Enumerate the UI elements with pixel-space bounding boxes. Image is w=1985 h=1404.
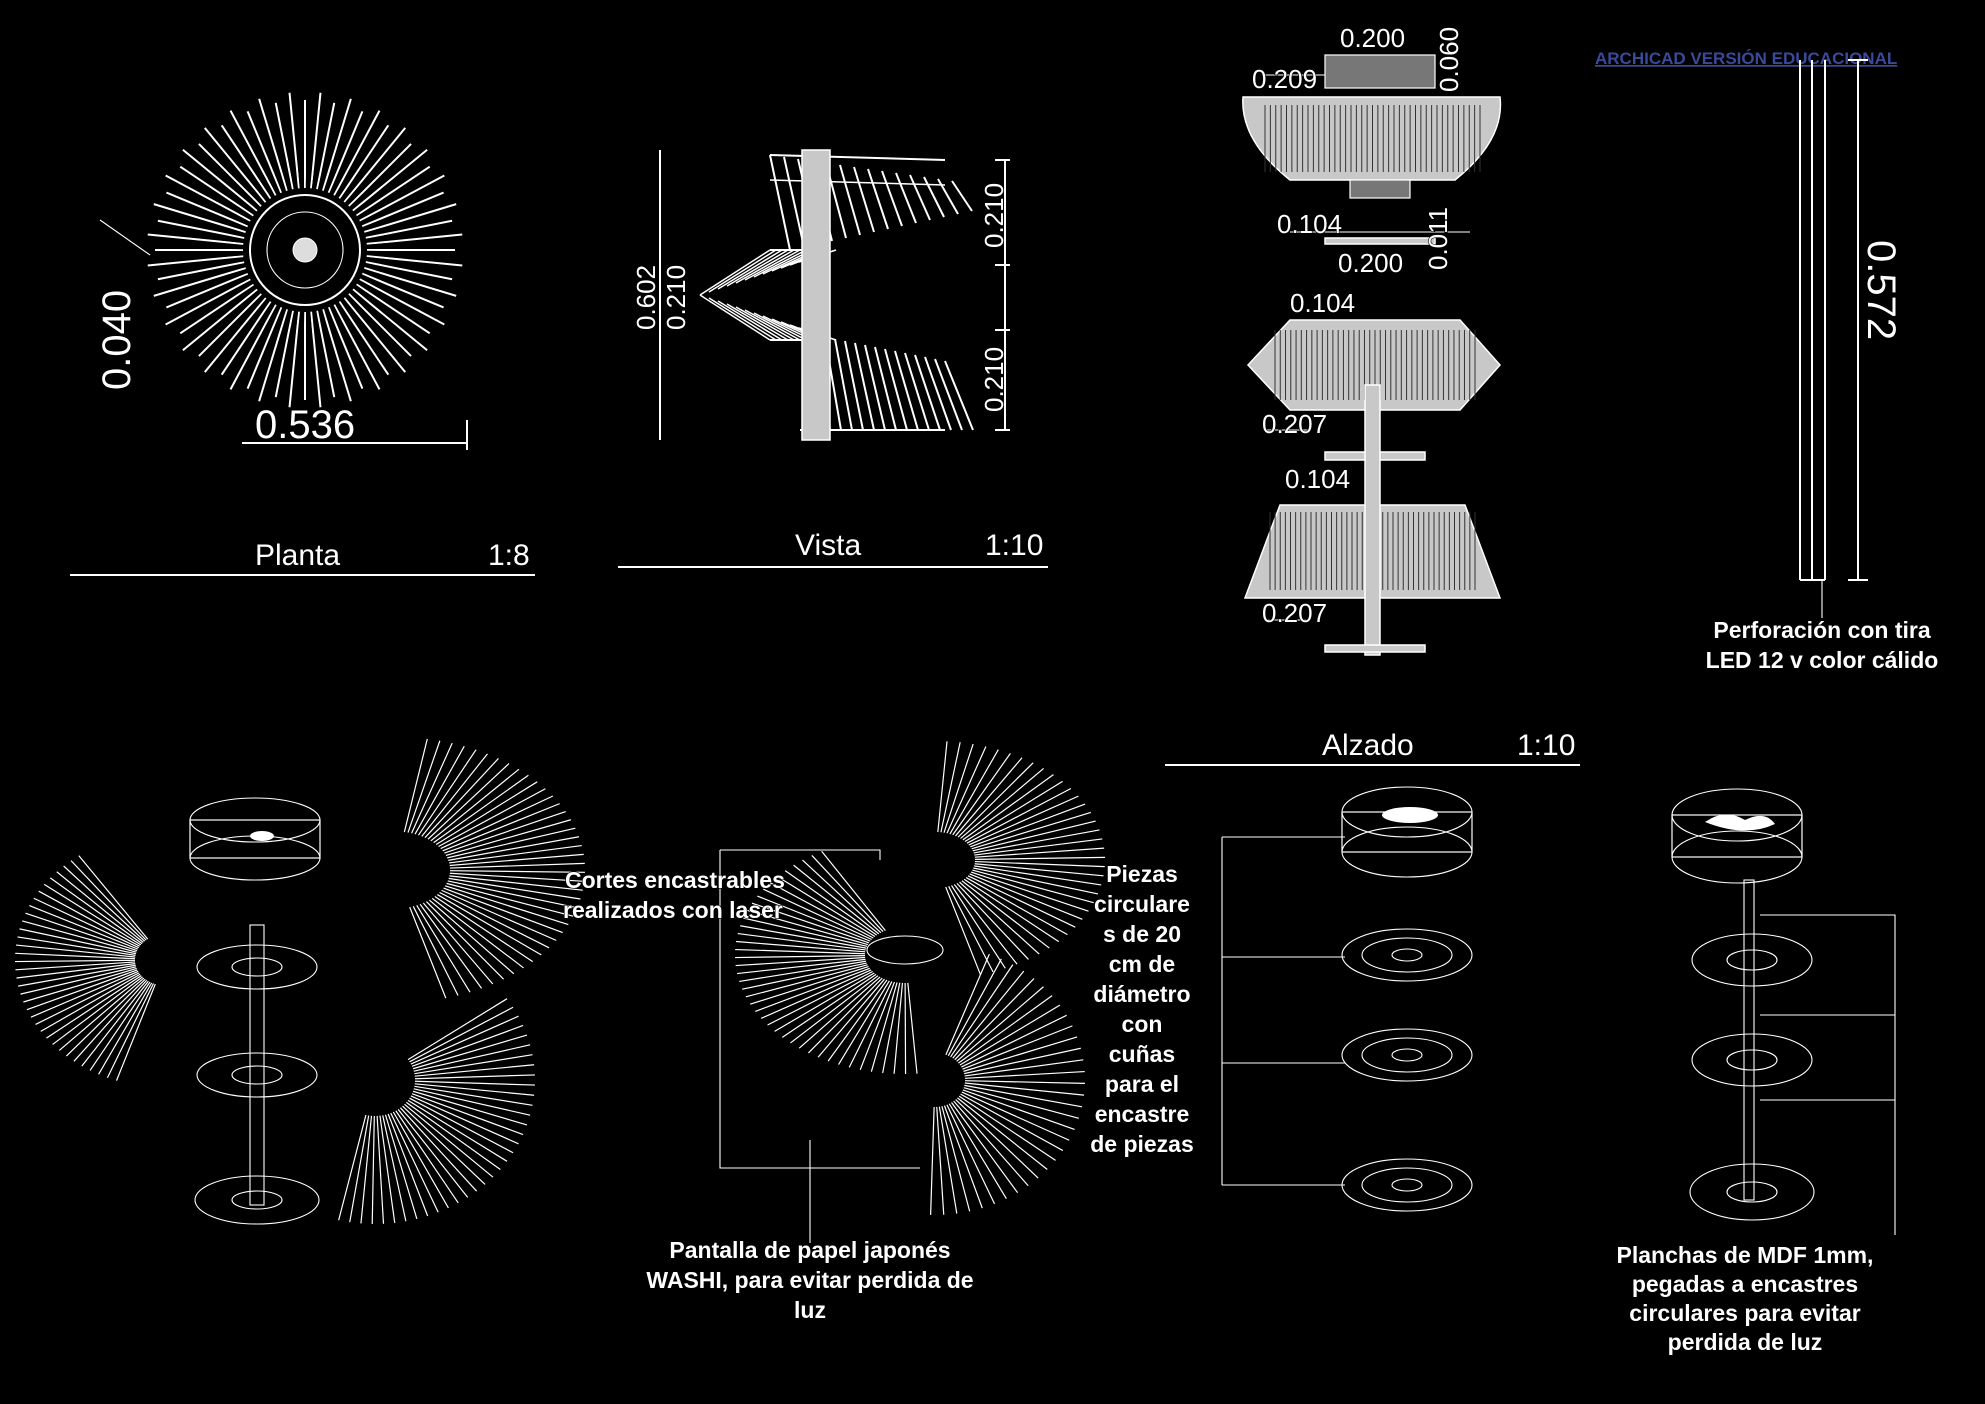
elev-top-shade: [1242, 96, 1502, 181]
plan-title: Planta: [255, 539, 340, 572]
view-dim-bottom: 0.210: [979, 347, 1009, 412]
plan-inner-ring: [249, 194, 361, 306]
elev-rod: [1364, 384, 1381, 656]
plan-drawing: [99, 92, 468, 450]
elevation-drawing: [1242, 54, 1502, 656]
rod-dim-height: 0.572: [1859, 240, 1903, 340]
view-dim-total: 0.602: [631, 265, 661, 330]
note-mdf-line3: circulares para evitar: [1629, 1300, 1860, 1326]
view-dim-mid: 0.210: [661, 265, 691, 330]
note-pieces-line: encastre: [1095, 1101, 1190, 1127]
note-pieces-line: para el: [1105, 1071, 1179, 1097]
elev-dim-disc-a-thick: 0.011: [1423, 207, 1453, 270]
note-washi-line3: luz: [794, 1297, 826, 1323]
note-pieces-line: cm de: [1109, 951, 1175, 977]
note-pieces: Piezas circulare s de 20 cm de diámetro con cu…: [1090, 860, 1195, 1157]
circular-pieces: [1221, 786, 1473, 1212]
plan-center-hole: [292, 237, 318, 263]
note-mdf-line4: perdida de luz: [1668, 1329, 1823, 1355]
note-pieces-line: cuñas: [1109, 1041, 1175, 1067]
mdf-stack: [1671, 788, 1896, 1235]
note-washi-line2: WASHI, para evitar perdida de: [646, 1267, 973, 1293]
elev-cap: [1324, 54, 1436, 89]
plan-inner-ring-2: [266, 211, 344, 289]
rod-note-line2: LED 12 v color cálido: [1706, 647, 1939, 673]
elev-disc-a: [1324, 237, 1436, 245]
note-pieces-line: de piezas: [1090, 1131, 1194, 1157]
rod-note-line1: Perforación con tira: [1713, 617, 1930, 643]
note-mdf-line2: pegadas a encastres: [1632, 1271, 1858, 1297]
view-drawing: [659, 149, 1010, 441]
note-pieces-line: circulare: [1094, 891, 1190, 917]
plan-sunburst-rays: [147, 92, 463, 408]
assembled-axonometric: [719, 741, 1105, 1243]
elev-dim-low-width: 0.207: [1262, 598, 1327, 628]
elev-dim-cap-height: 0.060: [1434, 27, 1464, 92]
elev-dim-disc-a: 0.104: [1277, 209, 1342, 239]
view-title: Vista: [795, 529, 861, 562]
plan-dim-height: 0.040: [95, 290, 139, 390]
elevation-title: Alzado: [1322, 729, 1414, 762]
note-mdf-line1: Planchas de MDF 1mm,: [1617, 1242, 1874, 1268]
view-scale: 1:10: [985, 529, 1043, 562]
elev-dim-cap-width: 0.200: [1340, 23, 1405, 53]
view-upper-shade: [769, 154, 973, 251]
elev-mid-shade: [1246, 319, 1502, 411]
elevation-scale: 1:10: [1517, 729, 1575, 762]
elev-dim-top-shade: 0.209: [1252, 64, 1317, 94]
elev-dim-mid-width: 0.207: [1262, 409, 1327, 439]
note-pieces-line: con: [1122, 1011, 1163, 1037]
elev-dim-disc-a-width: 0.200: [1338, 248, 1403, 278]
elev-dim-low-top: 0.104: [1285, 464, 1350, 494]
rod-drawing: [1799, 59, 1868, 618]
view-dim-top: 0.210: [979, 183, 1009, 248]
note-washi-line1: Pantalla de papel japonés: [669, 1237, 950, 1263]
elev-base-disc: [1324, 644, 1426, 653]
elev-dim-mid-top: 0.104: [1290, 288, 1355, 318]
plan-scale: 1:8: [488, 539, 530, 572]
plan-leader-line: [99, 219, 151, 256]
plan-dim-width: 0.536: [255, 403, 355, 447]
exploded-axonometric: [15, 738, 585, 1225]
elev-top-collar: [1349, 179, 1411, 199]
note-cuts-line2: realizados con laser: [563, 897, 783, 923]
view-core: [801, 149, 831, 441]
note-pieces-line: s de 20: [1103, 921, 1181, 947]
watermark: ARCHICAD VERSIÓN EDUCACIONAL: [1595, 49, 1897, 68]
note-pieces-line: diámetro: [1093, 981, 1190, 1007]
note-pieces-line: Piezas: [1106, 861, 1178, 887]
note-cuts-line1: Cortes encastrables: [565, 867, 785, 893]
